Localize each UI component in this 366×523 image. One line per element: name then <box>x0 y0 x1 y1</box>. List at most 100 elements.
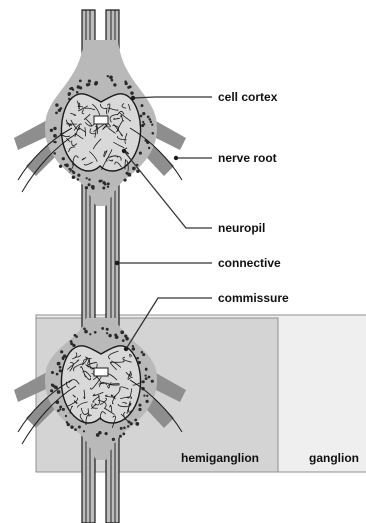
cell-body <box>88 183 91 186</box>
cell-body <box>124 179 127 182</box>
cell-body <box>60 350 63 353</box>
label-hemiganglion: hemiganglion <box>181 451 259 465</box>
cell-body <box>135 422 139 426</box>
cell-body <box>51 383 54 386</box>
cell-body <box>107 182 110 185</box>
cell-body <box>122 433 125 436</box>
cell-body <box>109 76 113 80</box>
cell-body <box>88 178 90 180</box>
label-connective: connective <box>218 256 281 270</box>
cell-body <box>149 118 152 121</box>
cell-body <box>86 83 89 86</box>
cell-body <box>132 347 135 350</box>
cell-body <box>65 415 67 417</box>
cell-body <box>83 430 85 432</box>
cell-body <box>101 327 104 330</box>
cell-body <box>127 425 129 427</box>
cell-body <box>50 389 53 392</box>
cell-body <box>59 165 62 168</box>
label-cell-cortex: cell cortex <box>218 90 278 104</box>
cell-body <box>77 85 80 88</box>
cell-body <box>72 88 74 90</box>
cell-body <box>55 103 58 106</box>
cell-body <box>62 408 65 411</box>
cell-body <box>146 395 148 397</box>
cell-body <box>68 168 71 171</box>
cell-body <box>66 421 69 424</box>
cell-body <box>85 186 88 189</box>
cell-body <box>77 174 80 177</box>
cell-body <box>94 82 98 86</box>
cell-body <box>132 167 136 171</box>
cell-body <box>92 187 95 190</box>
cell-body <box>53 134 57 138</box>
cell-body <box>143 395 145 397</box>
commissure <box>94 368 108 376</box>
cell-body <box>59 405 62 408</box>
cell-body <box>63 354 67 358</box>
cell-body <box>112 438 115 441</box>
cell-body <box>122 339 125 342</box>
cell-body <box>107 75 109 77</box>
cell-body <box>106 328 109 331</box>
cell-body <box>152 132 155 135</box>
cell-body <box>102 186 105 189</box>
cell-body <box>142 353 145 356</box>
cell-body <box>98 431 101 434</box>
cell-body <box>79 80 82 83</box>
cell-body <box>131 92 133 94</box>
cell-body <box>129 85 132 88</box>
cell-body <box>59 408 61 410</box>
cell-body <box>53 127 56 130</box>
cell-body <box>145 400 148 403</box>
commissure <box>94 116 108 124</box>
cell-body <box>50 129 53 132</box>
cell-body <box>88 79 91 82</box>
cell-body <box>120 427 123 430</box>
cell-body <box>139 152 142 155</box>
cell-body <box>142 121 144 123</box>
cell-body <box>147 116 150 119</box>
cell-body <box>150 121 152 123</box>
cell-body <box>142 380 145 383</box>
cell-body <box>100 180 102 182</box>
cell-body <box>59 366 62 369</box>
cell-body <box>123 427 126 430</box>
cell-body <box>132 345 134 347</box>
cell-body <box>77 178 79 180</box>
cell-body <box>120 330 124 334</box>
cell-body <box>64 164 66 166</box>
cell-body <box>151 124 153 126</box>
cell-body <box>53 152 56 155</box>
cell-body <box>126 172 129 175</box>
cell-body <box>128 173 131 176</box>
cell-body <box>143 123 145 125</box>
label-nerve-root: nerve root <box>218 151 277 165</box>
cell-body <box>113 83 116 86</box>
cell-body <box>107 186 109 188</box>
cell-body <box>141 104 144 107</box>
cell-body <box>78 426 81 429</box>
cell-body <box>142 112 145 115</box>
cell-body <box>62 357 65 360</box>
cell-body <box>138 408 141 411</box>
cell-body <box>84 330 88 334</box>
cell-body <box>70 340 73 343</box>
cell-body <box>72 175 76 179</box>
cell-body <box>119 435 122 438</box>
cell-body <box>148 147 150 149</box>
cell-body <box>145 377 148 380</box>
cell-body <box>57 390 61 394</box>
cell-body <box>62 157 65 160</box>
cell-body <box>68 94 70 96</box>
cell-body <box>51 371 54 374</box>
cell-body <box>56 373 59 376</box>
cell-body <box>83 327 86 330</box>
cell-body <box>86 177 88 179</box>
cell-body <box>108 334 111 337</box>
leader-cell-cortex <box>133 97 212 98</box>
cell-body <box>105 432 108 435</box>
cell-body <box>70 425 74 429</box>
cell-body <box>53 141 55 143</box>
